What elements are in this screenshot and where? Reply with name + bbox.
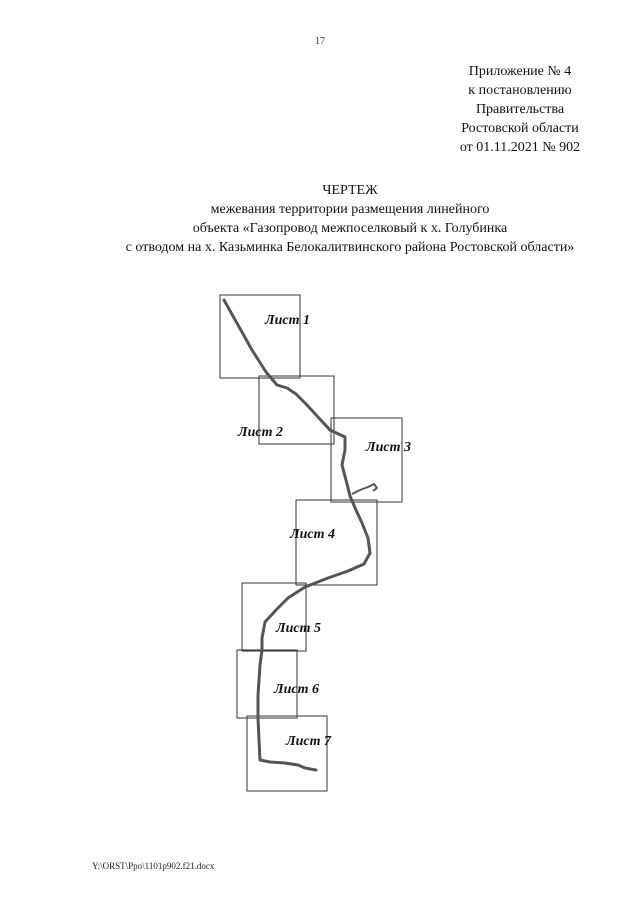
sheet-label-7: Лист 7 bbox=[285, 734, 332, 749]
sheet-frame-3 bbox=[330, 417, 403, 503]
sheet-frame-7 bbox=[246, 715, 328, 792]
sheet-frame-4 bbox=[295, 499, 378, 586]
document-title: ЧЕРТЕЖ межевания территории размещения л… bbox=[0, 181, 640, 257]
appendix-line-2: к постановлению bbox=[468, 83, 572, 98]
sheet-frame-5 bbox=[241, 582, 307, 652]
sheet-label-3: Лист 3 bbox=[365, 440, 411, 455]
sheet-label-5: Лист 5 bbox=[275, 621, 321, 636]
appendix-line-3: Правительства bbox=[475, 102, 565, 117]
appendix-line-5: от 01.11.2021 № 902 bbox=[459, 140, 581, 155]
sheet-label-2: Лист 2 bbox=[237, 425, 283, 440]
sheet-frame-6 bbox=[236, 649, 298, 719]
appendix-line-1: Приложение № 4 bbox=[468, 64, 572, 79]
page-number: 17 bbox=[315, 36, 325, 47]
pipeline-route bbox=[222, 298, 372, 772]
sheet-label-4: Лист 4 bbox=[289, 527, 335, 542]
sheet-label-6: Лист 6 bbox=[273, 682, 319, 697]
footer-file-path: Y:\ORST\Ppo\1101p902.f21.docx bbox=[92, 861, 215, 871]
title-heading: ЧЕРТЕЖ bbox=[322, 183, 378, 198]
sheet-label-1: Лист 1 bbox=[264, 313, 310, 328]
sheet-frame-1 bbox=[219, 294, 301, 379]
title-line-2: объекта «Газопровод межпоселковый к х. Г… bbox=[192, 221, 508, 236]
sheet-frame-2 bbox=[258, 375, 335, 445]
appendix-block: Приложение № 4 к постановлению Правитель… bbox=[440, 62, 600, 157]
sheet-frames bbox=[219, 294, 403, 792]
appendix-line-4: Ростовской области bbox=[461, 121, 579, 136]
title-line-1: межевания территории размещения линейног… bbox=[210, 202, 490, 217]
pipeline-branch bbox=[351, 483, 378, 495]
title-line-3: с отводом на х. Казьминка Белокалитвинск… bbox=[125, 240, 575, 255]
